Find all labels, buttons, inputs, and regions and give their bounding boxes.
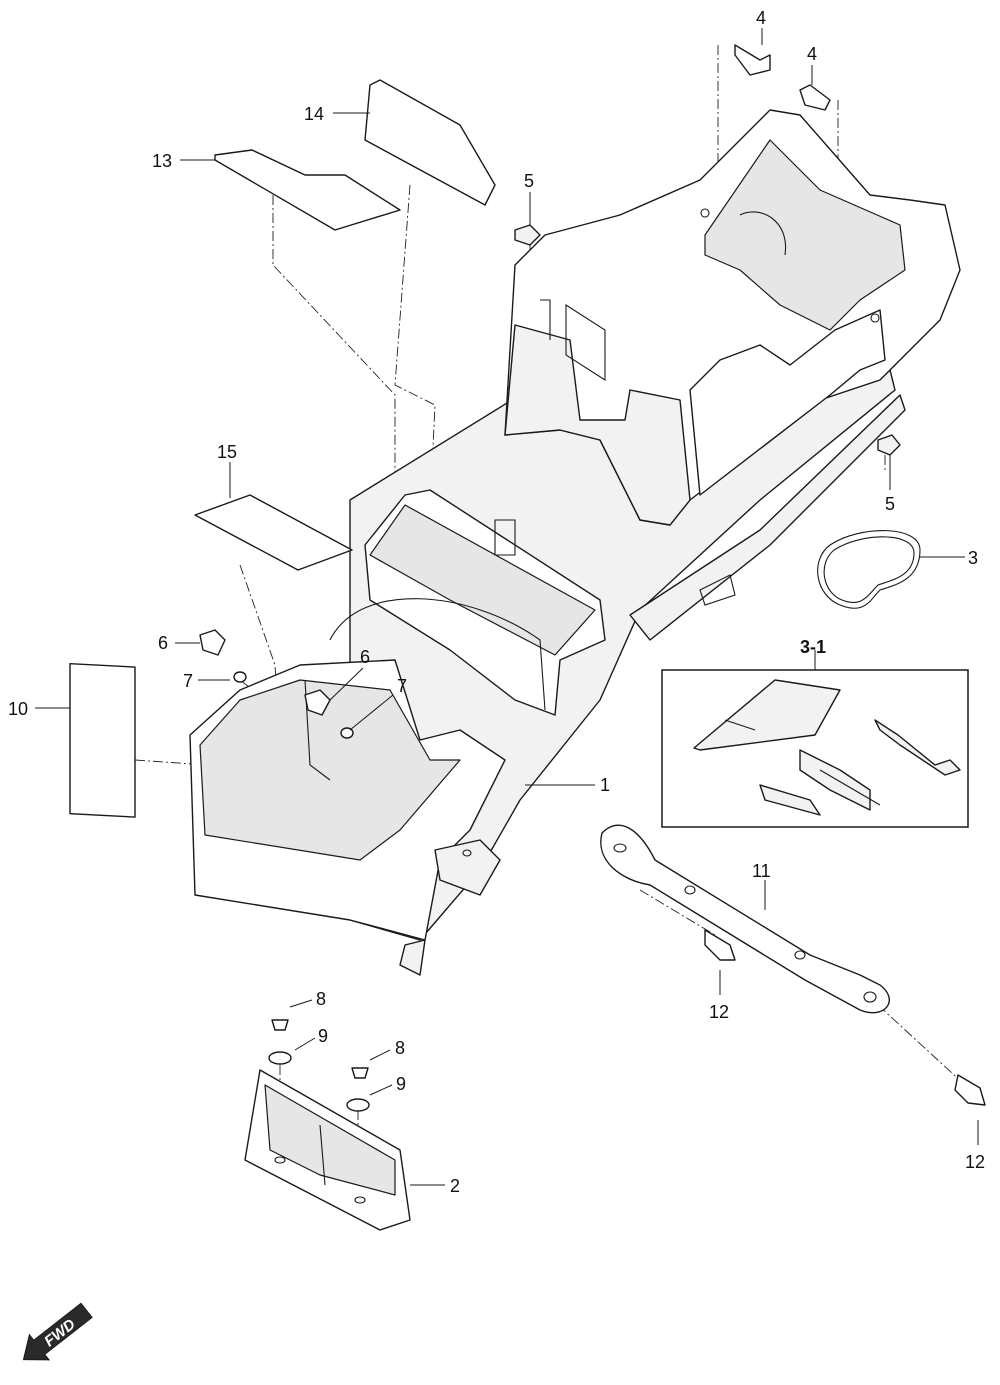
callout-4b: 4 (807, 44, 817, 64)
leader-lines (35, 28, 979, 1186)
callout-9b: 9 (396, 1074, 406, 1094)
callout-2: 2 (450, 1176, 460, 1196)
rubber-band (817, 530, 921, 609)
callout-8b: 8 (395, 1038, 405, 1058)
pad-panel-14 (364, 79, 496, 206)
callout-10: 10 (8, 699, 28, 719)
callout-3-1: 3-1 (800, 637, 826, 657)
callout-9a: 9 (318, 1026, 328, 1046)
callout-12b: 12 (965, 1152, 985, 1172)
callout-4a: 4 (756, 8, 766, 28)
callout-3: 3 (968, 548, 978, 568)
pad-panel-15 (194, 494, 353, 571)
callout-6b: 6 (360, 647, 370, 667)
callout-14: 14 (304, 104, 324, 124)
mudflap-bracket (244, 1069, 411, 1231)
callout-7a: 7 (183, 671, 193, 691)
callout-13: 13 (152, 151, 172, 171)
callout-11: 11 (752, 861, 771, 881)
tool-kit-inset (661, 669, 969, 828)
callout-5b: 5 (885, 494, 895, 514)
callout-7b: 7 (397, 676, 407, 696)
rear-stay-bar (600, 824, 890, 1014)
callout-12a: 12 (709, 1002, 729, 1022)
callout-15: 15 (217, 442, 237, 462)
callout-5a: 5 (524, 171, 534, 191)
callout-6a: 6 (158, 633, 168, 653)
rear-fender-body (189, 109, 961, 976)
pad-panel-10 (69, 662, 136, 818)
forward-direction-arrow: FWD (22, 1302, 93, 1361)
callout-1: 1 (600, 775, 610, 795)
callout-8a: 8 (316, 989, 326, 1009)
callout-labels: 1 2 3 3-1 4 4 5 5 6 6 7 7 8 8 9 9 10 11 … (8, 8, 985, 1196)
pad-panel-13 (214, 149, 401, 231)
fasteners (199, 44, 986, 1112)
